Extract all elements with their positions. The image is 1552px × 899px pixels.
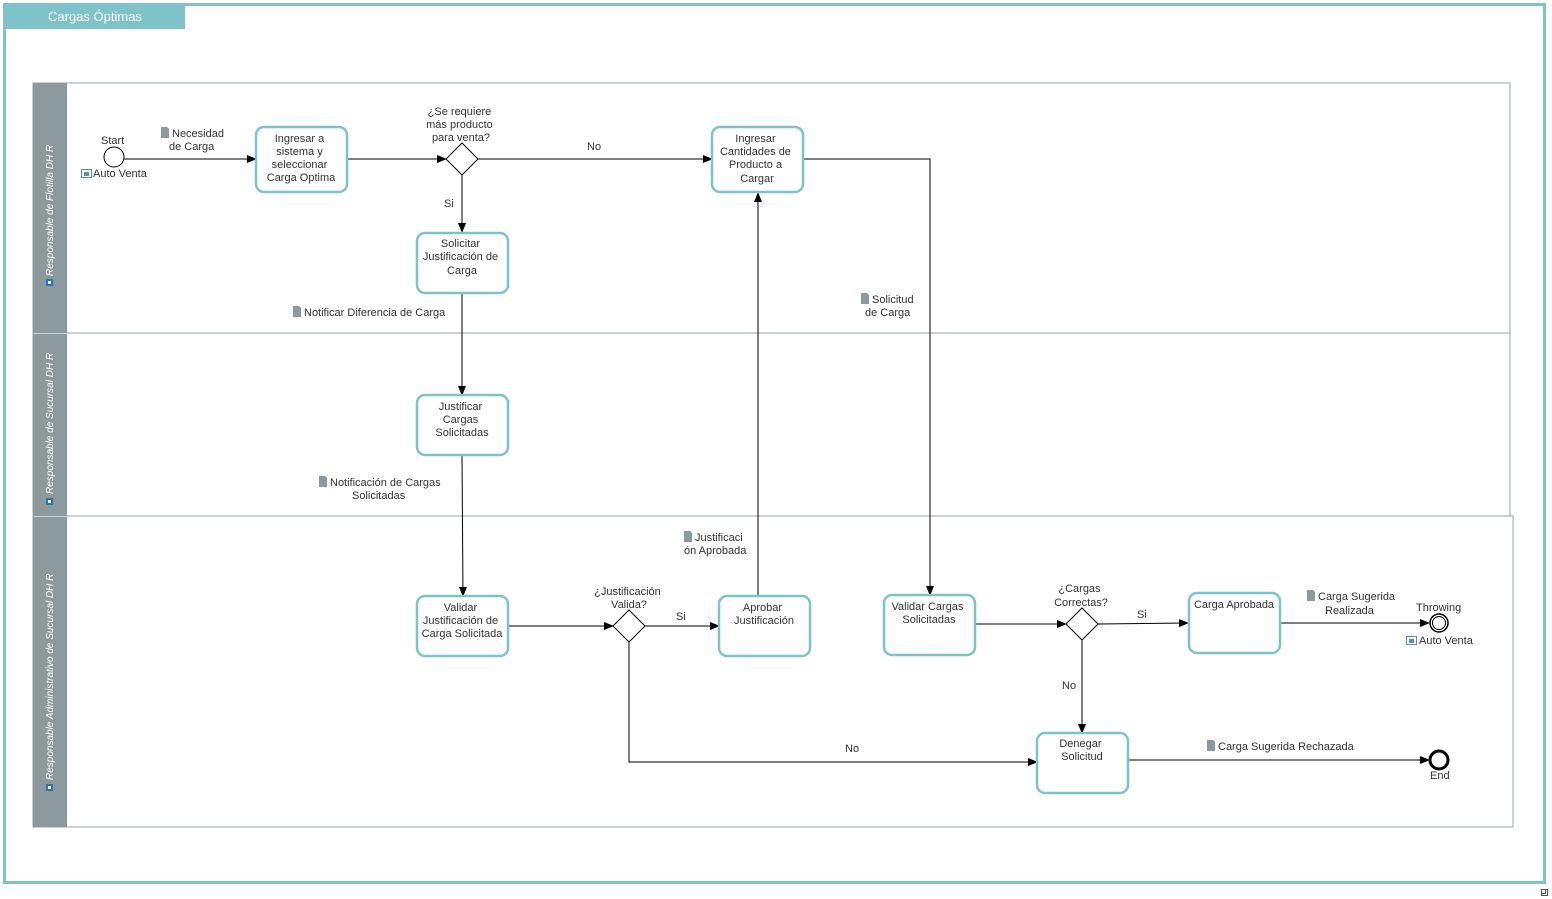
task-solicitar-justificacion[interactable]	[415, 231, 510, 295]
task-ingresar-cantidades[interactable]	[710, 125, 805, 194]
flow-gateway-no-denegar[interactable]	[628, 642, 1038, 766]
lane-header-flotilla[interactable]	[33, 83, 67, 333]
doc-justificacion-aprobada[interactable]: Justificaci ón Aprobada	[684, 532, 747, 557]
doc-necesidad-carga[interactable]: Necesidad de Carga	[169, 128, 227, 153]
throwing-event-sublabel: Auto Venta	[1419, 635, 1474, 647]
gateway-cargas-correctas[interactable]	[1065, 607, 1099, 641]
lane-body-flotilla	[32, 82, 1511, 334]
gateway-requiere-producto-label: ¿Se requiere más producto para venta?	[426, 106, 496, 144]
throwing-event-label: Throwing	[1416, 602, 1461, 614]
document-icon	[684, 531, 692, 542]
gateway-justificacion-valida-label: ¿Justificación Valida?	[594, 586, 664, 611]
task-ingresar-cantidades-label: Ingresar Cantidades de Producto a Cargar	[720, 133, 794, 185]
throwing-event-inner	[1432, 616, 1446, 630]
lane-body-sucursal	[32, 332, 1511, 517]
end-event[interactable]	[1428, 749, 1450, 771]
document-icon	[861, 293, 869, 304]
doc-notificacion-cargas[interactable]: Notificación de Cargas Solicitadas	[330, 477, 444, 502]
diagram-title[interactable]: Cargas Óptimas	[5, 5, 185, 29]
flow-label-no: No	[587, 141, 601, 153]
task-denegar-solicitud-label: Denegar Solicitud	[1059, 738, 1104, 763]
doc-notificar-diferencia[interactable]: Notificar Diferencia de Carga	[304, 307, 446, 319]
flow-label-si: Si	[676, 611, 686, 623]
document-icon	[319, 476, 327, 487]
task-carga-aprobada-label: Carga Aprobada	[1194, 599, 1275, 611]
lane-icon	[46, 784, 53, 791]
doc-carga-sugerida-rechazada[interactable]: Carga Sugerida Rechazada	[1218, 741, 1355, 753]
doc-solicitud-carga[interactable]: Solicitud de Carga	[865, 294, 917, 319]
task-denegar-solicitud[interactable]	[1035, 731, 1130, 795]
document-icon	[161, 127, 169, 138]
gateway-cargas-correctas-label: ¿Cargas Correctas?	[1054, 583, 1108, 609]
document-icon	[1207, 740, 1215, 751]
flow-label-no: No	[845, 743, 859, 755]
lane-label-sucursal: Responsable de Sucursal DH R	[45, 353, 56, 494]
task-ingresar-sistema[interactable]	[254, 125, 349, 194]
task-aprobar-justificacion[interactable]	[717, 594, 812, 658]
lane-label-flotilla: Responsable de Flotilla DH R	[45, 145, 56, 276]
task-validar-cargas-label: Validar Cargas Solicitadas	[891, 601, 966, 626]
lane-body-administrativo	[32, 515, 1514, 828]
gateway-justificacion-valida[interactable]	[612, 609, 646, 643]
flow-label-si: Si	[1137, 609, 1147, 621]
task-validar-justificacion-label: Validar Justificación de Carga Solicitad…	[422, 602, 504, 640]
task-justificar-cargas[interactable]	[415, 393, 510, 457]
subprocess-icon	[81, 169, 92, 178]
task-justificar-cargas-label: Justificar Cargas Solicitadas	[435, 401, 489, 439]
flow-label-no: No	[1062, 680, 1076, 692]
flow-label-si: Si	[444, 198, 454, 210]
flow-gateway-si-aprobada[interactable]	[1097, 619, 1189, 628]
diagram-frame	[3, 3, 1546, 884]
lane-icon	[46, 498, 53, 505]
lane-label-administrativo: Responsable Administrativo de Sucursal D…	[45, 574, 56, 780]
task-ingresar-sistema-label: Ingresar a sistema y seleccionar Carga O…	[267, 133, 336, 184]
document-icon	[293, 306, 301, 317]
task-carga-aprobada[interactable]	[1187, 591, 1282, 655]
lane-icon	[46, 279, 53, 286]
document-icon	[1307, 590, 1315, 601]
lane-header-sucursal[interactable]	[33, 334, 67, 516]
subprocess-icon	[1406, 636, 1417, 645]
gateway-requiere-producto[interactable]	[445, 142, 479, 176]
sequence-flows	[124, 155, 1430, 766]
task-validar-cargas[interactable]	[882, 593, 977, 657]
doc-carga-sugerida-realizada[interactable]: Carga Sugerida Realizada	[1318, 591, 1398, 617]
flow-cantidades-to-validar[interactable]	[803, 158, 934, 596]
start-event-label: Start	[101, 135, 124, 147]
start-event[interactable]	[103, 146, 125, 168]
lane-header-administrativo[interactable]	[33, 517, 67, 827]
end-event-label: End	[1430, 770, 1450, 782]
flow-justificar-to-validar[interactable]	[458, 455, 467, 597]
start-event-sublabel: Auto Venta	[93, 168, 148, 180]
task-validar-justificacion[interactable]	[415, 594, 510, 658]
resize-icon[interactable]	[1541, 889, 1548, 896]
task-solicitar-justificacion-label: Solicitar Justificación de Carga	[423, 238, 501, 277]
task-aprobar-justificacion-label: Aprobar Justificación	[734, 602, 794, 627]
